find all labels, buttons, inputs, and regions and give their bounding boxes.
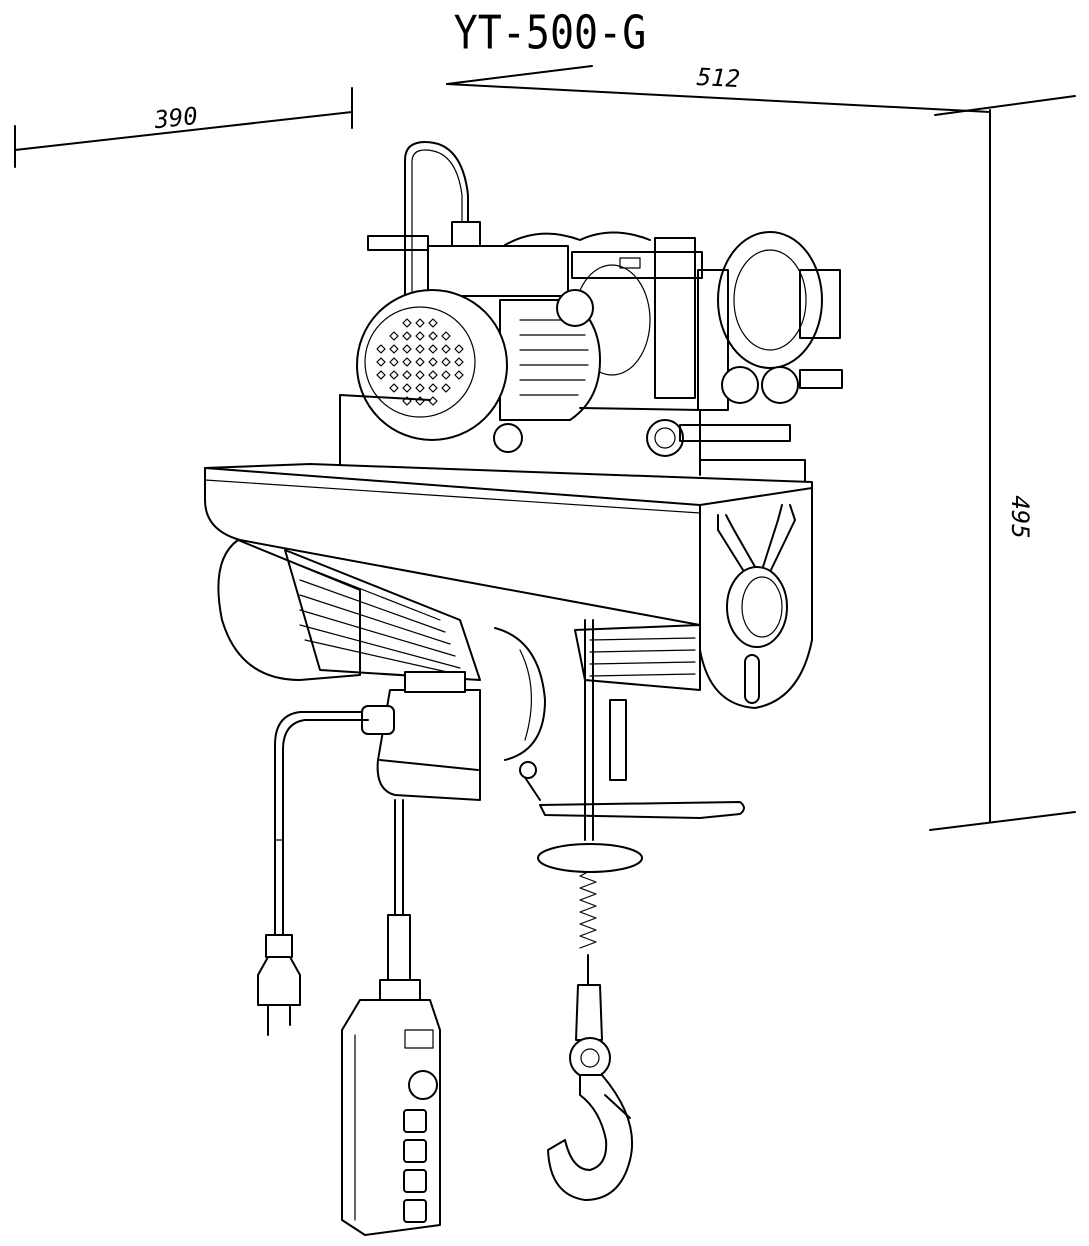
dimension-height: 495: [929, 109, 1076, 831]
dimension-width-label: 512: [696, 63, 741, 93]
pendant-controller: [341, 799, 441, 1236]
hook-assembly: [537, 619, 643, 1201]
control-box: [361, 671, 481, 801]
trolley-wheels: [367, 231, 841, 411]
top-handle: [404, 141, 469, 351]
cable-drum: [494, 624, 701, 761]
dimension-height-label: 495: [1006, 495, 1034, 538]
lower-motor: [217, 539, 481, 681]
side-plate: [699, 487, 813, 709]
model-title: YT-500-G: [454, 7, 647, 60]
dimension-depth: 390: [14, 87, 353, 168]
main-beam: [204, 463, 813, 626]
power-cable: [257, 711, 369, 1036]
dimension-depth-label: 390: [152, 102, 199, 134]
limit-lever: [519, 699, 745, 819]
motor-terminal-box: [427, 221, 569, 297]
upper-motor: [356, 289, 601, 453]
dimension-width: 512: [446, 63, 1076, 116]
mounting-plate: [339, 366, 843, 491]
